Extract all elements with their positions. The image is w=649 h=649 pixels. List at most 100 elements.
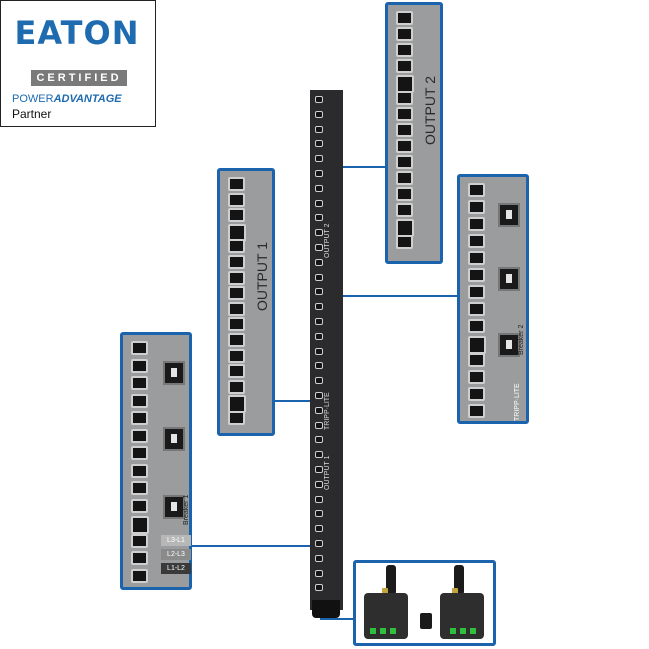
green-contact: [390, 628, 396, 634]
outlet-icon: [315, 510, 323, 518]
breaker-icon: [498, 333, 520, 357]
outlet-icon: [228, 301, 245, 316]
outlet-icon: [228, 333, 245, 347]
connector-pin: [452, 588, 458, 596]
outlet-icon: [315, 406, 323, 414]
outlet-icon: [228, 348, 245, 363]
outlet-icon: [228, 177, 245, 191]
outlet-icon: [131, 463, 148, 478]
eaton-certified-badge: EATON CERTIFIED POWERADVANTAGE Partner: [0, 0, 156, 127]
outlet-icon: [396, 107, 413, 121]
input-connector-panel: [353, 560, 496, 646]
green-contact: [380, 628, 386, 634]
outlet-icon: [315, 540, 323, 547]
outlet-icon: [468, 183, 485, 197]
outlet-icon: [315, 140, 323, 148]
outlet-icon: [315, 96, 323, 103]
outlet-icon: [315, 229, 323, 237]
outlet-icon: [315, 466, 323, 473]
connector-line: [190, 545, 310, 547]
pdu-strip: OUTPUT 2 OUTPUT 1 TRIPP·LITE: [310, 90, 343, 610]
outlet-icon: [228, 364, 245, 379]
breaker-2-label: Breaker 2: [518, 324, 525, 355]
outlet-icon: [228, 411, 245, 425]
outlet-icon: [228, 286, 245, 301]
outlet-icon: [468, 336, 486, 354]
outlet-icon: [315, 125, 323, 133]
outlet-icon: [228, 239, 245, 254]
breaker-icon: [163, 427, 185, 451]
outlet-icon: [468, 404, 485, 418]
breaker-icon: [163, 361, 185, 385]
outlet-icon: [396, 123, 413, 137]
outlet-icon: [131, 411, 148, 425]
outlet-icon: [315, 362, 323, 370]
outlet-icon: [131, 533, 148, 548]
outlet-icon: [315, 377, 323, 385]
green-contact: [460, 628, 466, 634]
outlet-icon: [396, 155, 413, 169]
outlet-icon: [131, 516, 149, 534]
right-panel-brand: TRIPP·LITE: [514, 383, 521, 421]
output-2-label: OUTPUT 2: [422, 76, 438, 145]
partner-label: Partner: [12, 107, 52, 121]
outlet-icon: [396, 139, 413, 153]
green-contact: [370, 628, 376, 634]
outlet-icon: [131, 551, 148, 565]
outlet-icon: [131, 568, 148, 583]
outlet-icon: [131, 376, 148, 390]
outlet-icon: [315, 273, 323, 281]
small-connector: [420, 613, 432, 629]
outlet-icon: [228, 317, 245, 332]
output-1-label: OUTPUT 1: [254, 242, 270, 311]
outlet-icon: [315, 569, 323, 577]
outlet-icon: [315, 554, 323, 562]
outlet-icon: [315, 199, 323, 207]
outlet-icon: [228, 208, 245, 223]
green-contact: [450, 628, 456, 634]
outlet-icon: [396, 11, 413, 25]
certified-label: CERTIFIED: [31, 70, 127, 86]
connector-line: [274, 400, 310, 402]
outlet-icon: [396, 27, 413, 41]
connector-pin: [382, 588, 388, 596]
outlet-icon: [315, 155, 323, 163]
outlet-icon: [131, 428, 148, 443]
breaker-icon: [163, 495, 185, 519]
outlet-icon: [315, 110, 323, 118]
connector-line: [320, 618, 356, 620]
cable-left: [386, 565, 396, 595]
outlet-icon: [131, 481, 148, 495]
outlet-icon: [131, 498, 148, 513]
breaker-icon: [498, 267, 520, 291]
outlet-icon: [315, 495, 323, 503]
outlet-icon: [396, 203, 413, 217]
plug-icon: [364, 593, 408, 639]
outlet-icon: [468, 217, 485, 231]
power-advantage-label: POWERADVANTAGE: [12, 93, 122, 105]
outlet-icon: [468, 387, 485, 401]
breaker-panel-right: Breaker 2 TRIPP·LITE: [457, 174, 529, 424]
outlet-icon: [131, 446, 148, 460]
outlet-icon: [315, 184, 323, 192]
outlet-icon: [468, 200, 485, 214]
outlet-icon: [315, 347, 323, 355]
outlet-icon: [468, 234, 485, 248]
outlet-icon: [315, 451, 323, 459]
outlet-icon: [396, 187, 413, 201]
breaker-icon: [498, 203, 520, 227]
pdu-output-2-label: OUTPUT 2: [324, 223, 331, 259]
outlet-icon: [396, 171, 413, 185]
breaker-panel-left: Breaker 1 L3-L1 L2-L3 L1-L2: [120, 332, 192, 590]
outlet-icon: [468, 268, 485, 282]
outlet-icon: [468, 370, 485, 384]
power-text: POWER: [12, 93, 54, 105]
advantage-text: ADVANTAGE: [53, 93, 122, 105]
outlet-icon: [228, 379, 245, 394]
outlet-icon: [315, 332, 323, 340]
outlet-icon: [315, 392, 323, 399]
output-2-panel: OUTPUT 2: [385, 2, 443, 264]
outlet-icon: [315, 258, 323, 266]
outlet-icon: [315, 584, 323, 592]
eaton-logo: EATON: [14, 14, 140, 52]
